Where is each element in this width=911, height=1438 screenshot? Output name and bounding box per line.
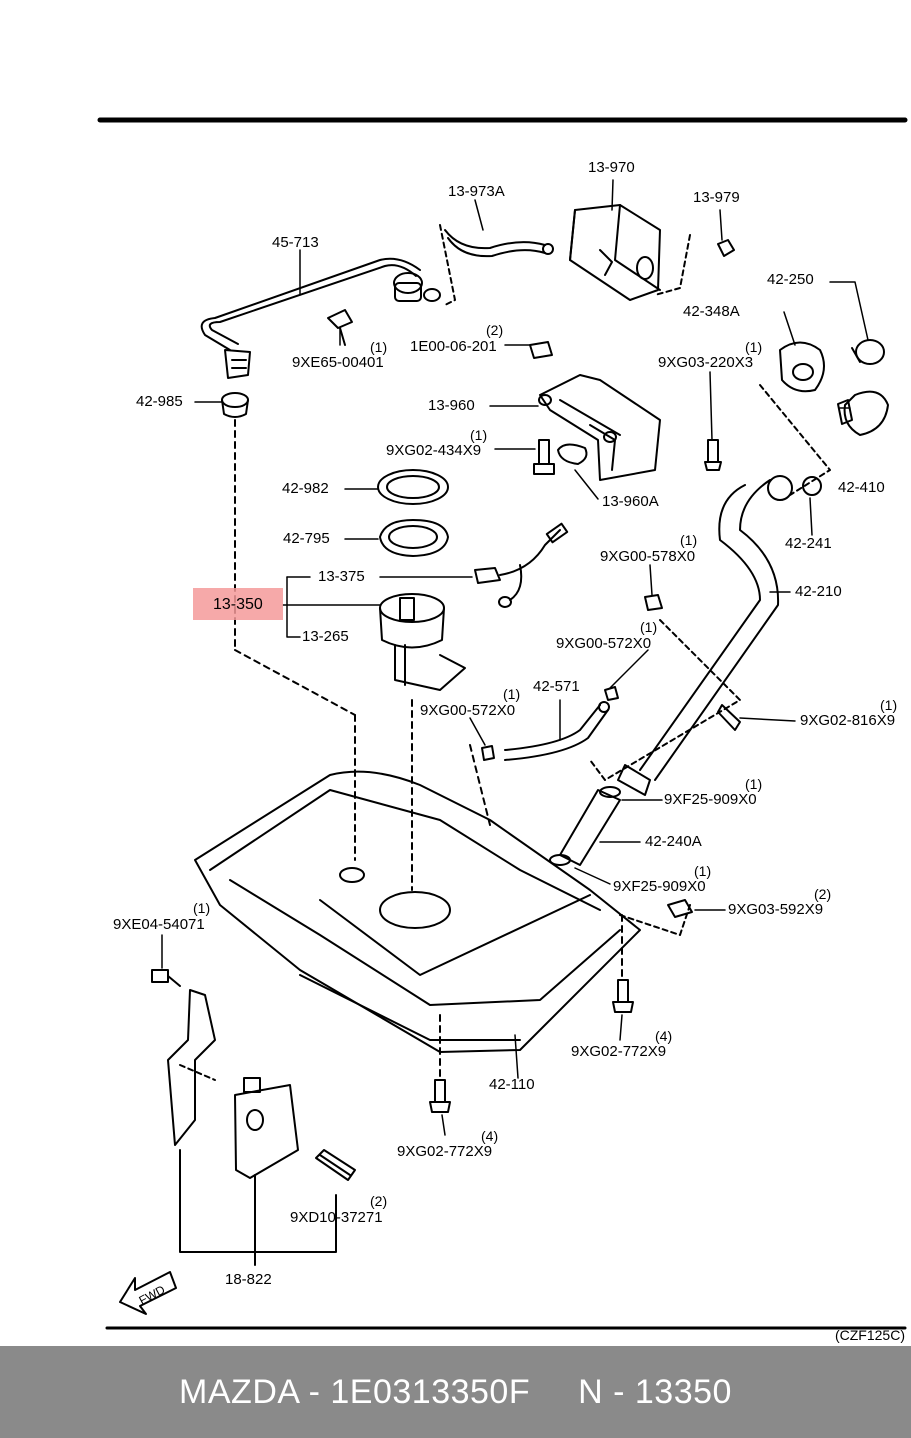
- clip-1e00-06-201: [529, 341, 553, 359]
- clip-9xe65: [327, 309, 353, 346]
- module-18-822: [167, 989, 356, 1266]
- filler-pipe-42-210: [617, 475, 822, 796]
- fwd-arrow-icon: FWD: [119, 1271, 177, 1315]
- part-label: 42-985: [136, 393, 183, 410]
- rubber-13-960a: [557, 443, 588, 465]
- part-label: 42-110: [489, 1076, 535, 1093]
- part-qty: (1): [745, 776, 763, 792]
- clip-9xg03-592x9: [667, 899, 693, 918]
- part-qty: (1): [880, 697, 898, 713]
- part-label: 42-250: [767, 271, 814, 288]
- part-qty: (1): [370, 339, 388, 355]
- footer-ref: N - 13350: [578, 1372, 732, 1411]
- part-label: 9XG00-578X0: [600, 548, 696, 565]
- part-label: 42-348A: [683, 303, 740, 320]
- leader-lines: [161, 179, 869, 1136]
- part-label: 9XE04-54071: [113, 916, 205, 933]
- footer-brand-part: MAZDA - 1E0313350F: [179, 1372, 531, 1411]
- part-label: 42-982: [282, 480, 329, 497]
- part-qty: (4): [481, 1128, 499, 1144]
- part-label: 13-970: [588, 159, 635, 176]
- part-label: 9XF25-909X0: [664, 791, 757, 808]
- part-label: 9XG03-592X9: [728, 901, 824, 918]
- part-label: 9XG03-220X3: [658, 354, 754, 371]
- vent-pipe-45-713: [200, 257, 441, 379]
- part-label: 42-410: [838, 479, 885, 496]
- dashed-guide-2: [619, 904, 691, 936]
- highlighted-part-label: 13-350: [213, 596, 263, 613]
- part-label: 13-375: [318, 568, 365, 585]
- fuel-tank-exploded-diagram: FWD: [97, 117, 908, 1330]
- part-label: 9XF25-909X0: [613, 878, 706, 895]
- part-label: 18-822: [225, 1271, 272, 1288]
- part-qty: (2): [814, 886, 832, 902]
- part-label: 13-979: [693, 189, 740, 206]
- part-label: 13-265: [302, 628, 349, 645]
- part-qty: (1): [694, 863, 712, 879]
- part-qty: (2): [486, 322, 504, 338]
- part-label: 42-241: [785, 535, 832, 552]
- part-qty: (1): [193, 900, 211, 916]
- clip-9xg00-578x0: [644, 594, 663, 611]
- part-label: 13-960: [428, 397, 475, 414]
- part-qty: (1): [640, 619, 658, 635]
- footer-text: MAZDA - 1E0313350F N - 13350: [0, 1346, 911, 1438]
- ring-42-982: [377, 469, 449, 505]
- part-label: 1E00-06-201: [410, 338, 497, 355]
- bracket-13-960: [538, 374, 661, 481]
- clip-9xg00-572x0-a: [604, 686, 619, 701]
- canister-13-970: [569, 204, 691, 301]
- part-label: 42-795: [283, 530, 330, 547]
- part-qty: (2): [370, 1193, 388, 1209]
- part-label: 45-713: [272, 234, 319, 251]
- part-label: 9XG02-434X9: [386, 442, 482, 459]
- grommet-42-985: [221, 392, 249, 418]
- part-label: 42-240A: [645, 833, 702, 850]
- tank-bolts: [151, 969, 634, 1113]
- harness-13-375: [474, 522, 569, 608]
- part-qty: (1): [503, 686, 521, 702]
- part-label: 9XG02-816X9: [800, 712, 896, 729]
- filler-neck-parts: [759, 339, 889, 496]
- part-label: 42-571: [533, 678, 580, 695]
- diagram-code: (CZF125C): [834, 1327, 905, 1343]
- part-label: 9XG00-572X0: [556, 635, 652, 652]
- screw-13-979: [717, 239, 735, 257]
- part-qty: (1): [680, 532, 698, 548]
- part-qty: (1): [470, 427, 488, 443]
- hose-13-973a: [439, 224, 554, 306]
- hose-42-240a: [549, 786, 621, 866]
- part-label: 13-973A: [448, 183, 505, 200]
- part-label: 42-210: [795, 583, 842, 600]
- part-label: 9XG02-772X9: [571, 1043, 667, 1060]
- bolt-9xg02-434x9: [533, 439, 555, 475]
- part-label: 13-960A: [602, 493, 659, 510]
- gasket-42-795: [379, 519, 449, 557]
- dashed-guide: [589, 619, 741, 781]
- part-label: 9XD10-37271: [290, 1209, 383, 1226]
- part-label: 9XG00-572X0: [420, 702, 516, 719]
- part-label: 9XG02-772X9: [397, 1143, 493, 1160]
- fuel-pump-13-265: [379, 593, 466, 691]
- highlighted-part-box: [193, 588, 283, 620]
- bolt-9xg03-220x3: [704, 439, 722, 471]
- hose-42-571: [504, 701, 610, 761]
- fuel-tank-42-110: [194, 770, 641, 1053]
- clip-9xg00-572x0-b: [481, 745, 495, 761]
- part-qty: (1): [745, 339, 763, 355]
- part-label: 9XE65-00401: [292, 354, 384, 371]
- bolt-9xg02-816x9: [717, 704, 741, 731]
- footer-bar: MAZDA - 1E0313350F N - 13350: [0, 1346, 911, 1438]
- part-qty: (4): [655, 1028, 673, 1044]
